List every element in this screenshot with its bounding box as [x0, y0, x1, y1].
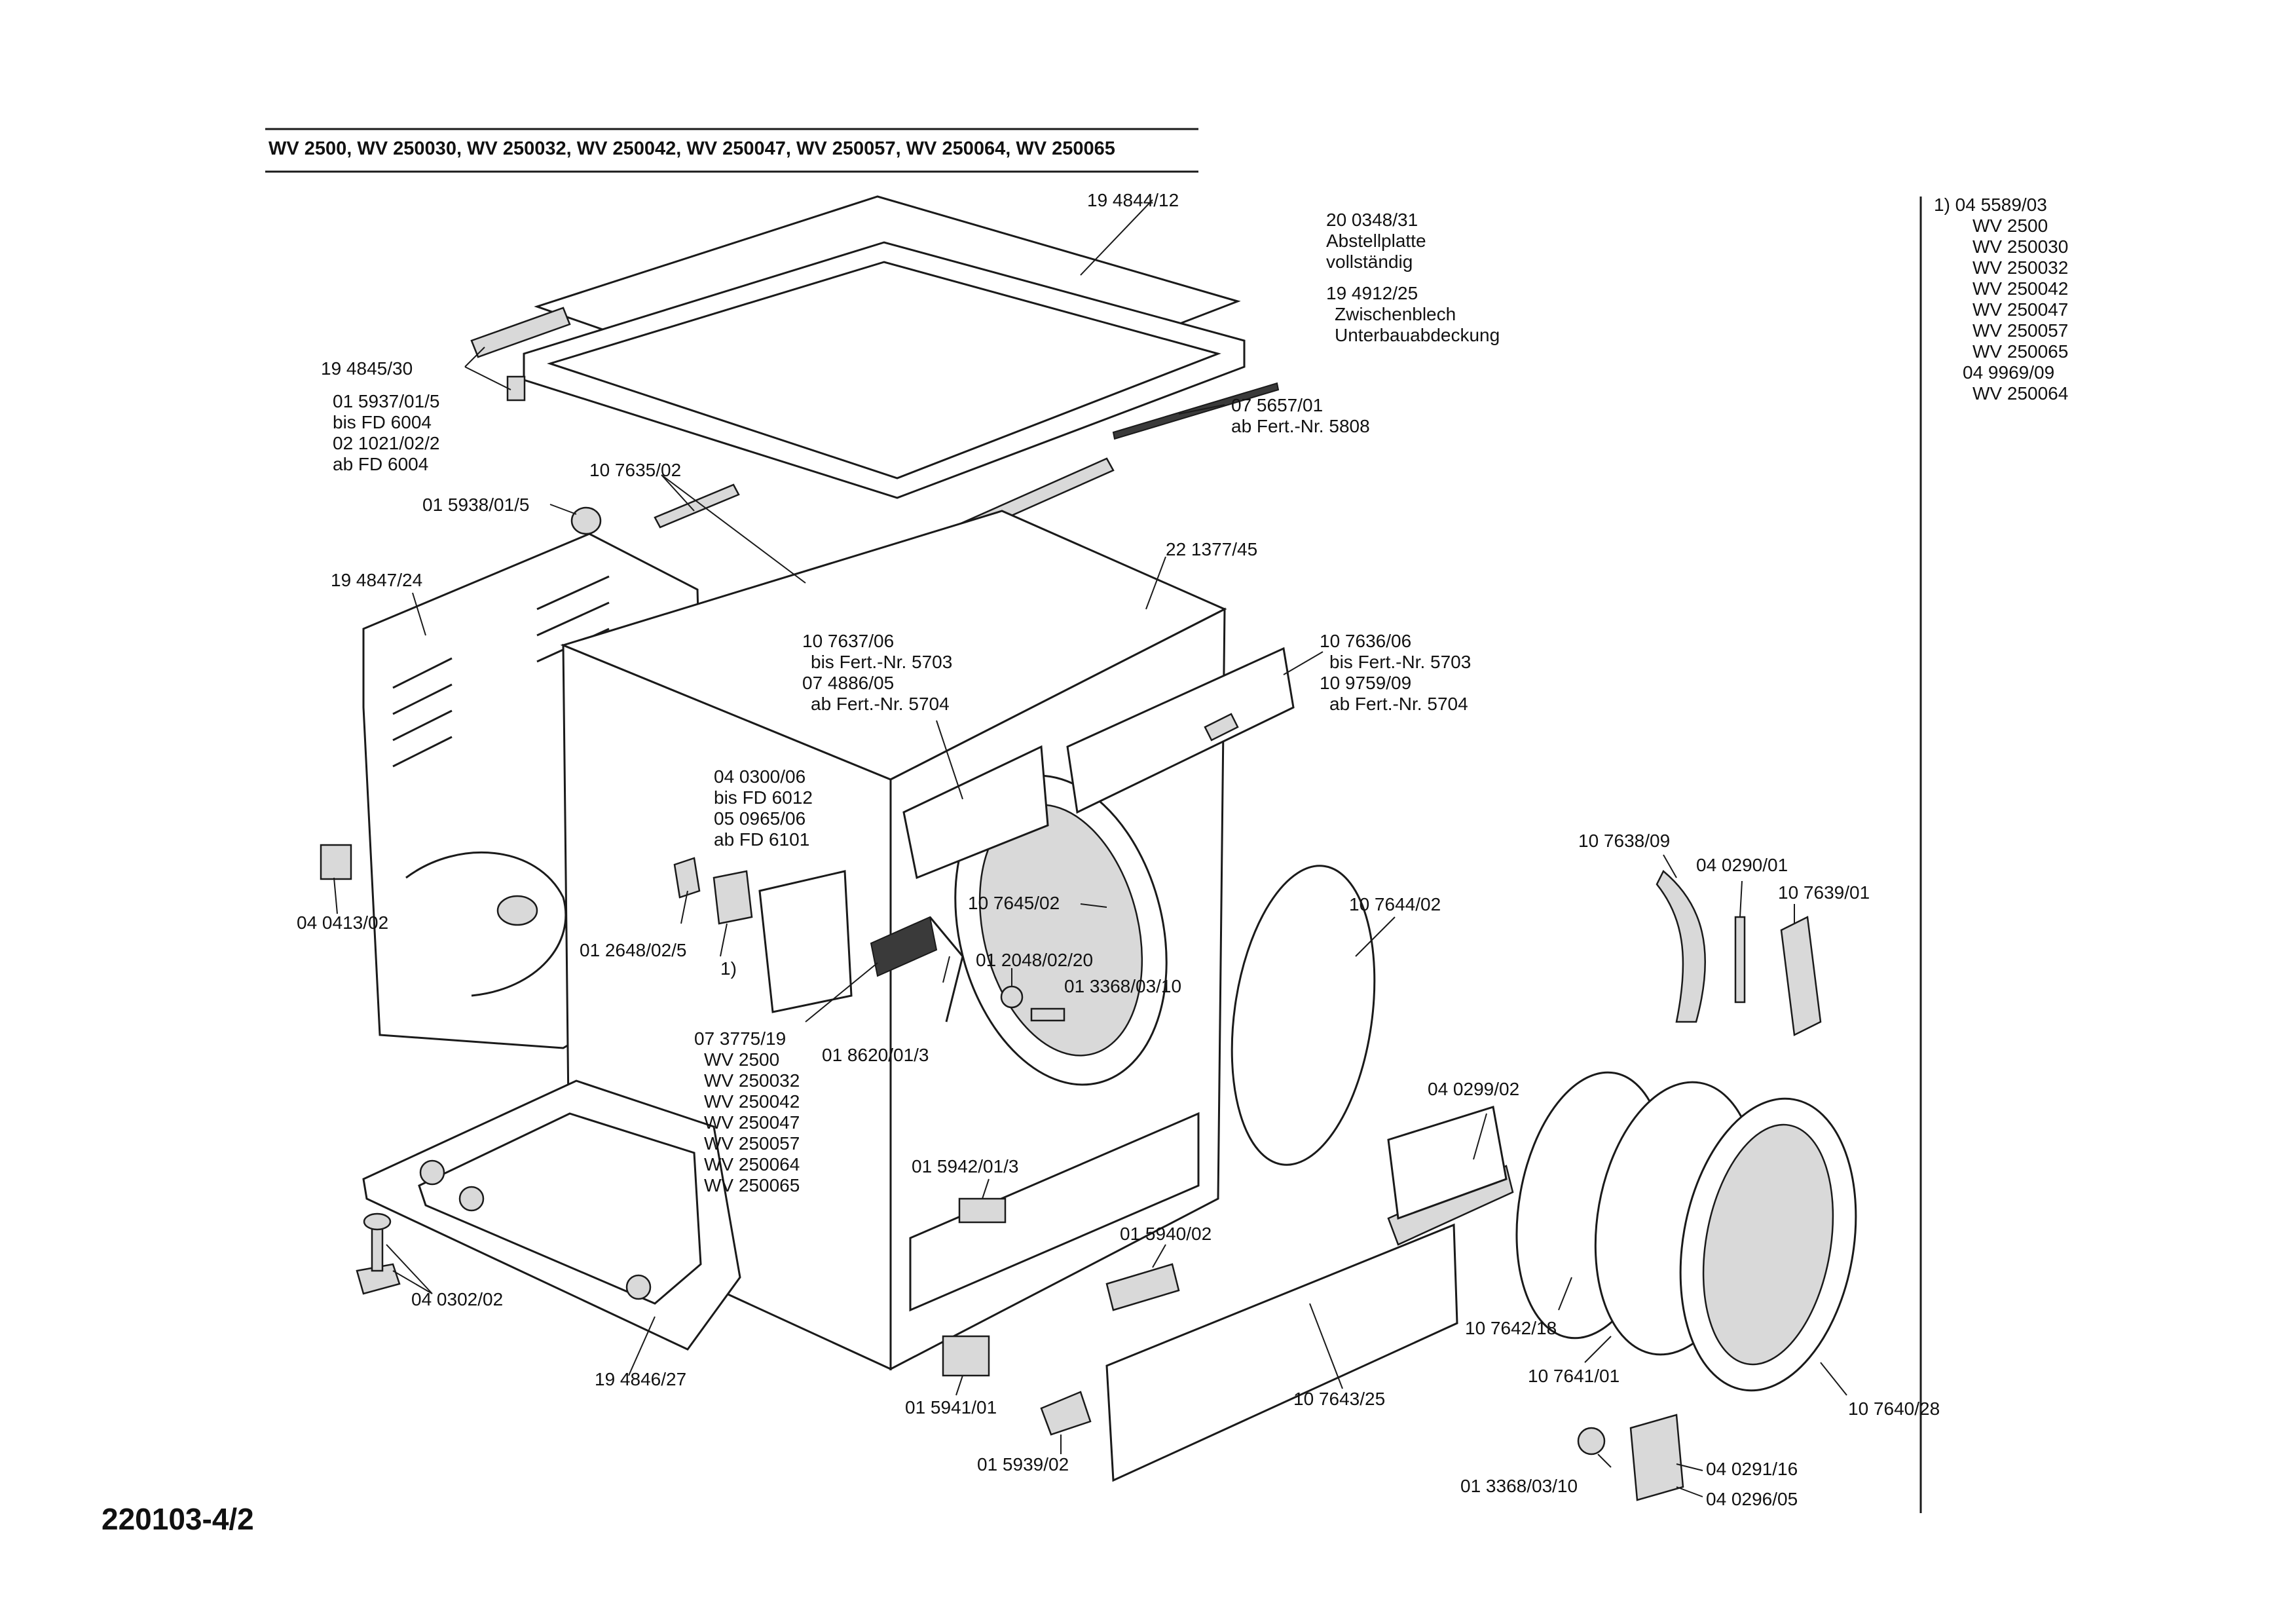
adjusting-foot-bolt — [371, 1224, 384, 1272]
label-07-5657: 07 5657/01 ab Fert.-Nr. 5808 — [1231, 395, 1370, 436]
label-10-7639: 10 7639/01 — [1778, 882, 1870, 903]
hose-clip — [320, 844, 352, 880]
door-catch-lever — [929, 916, 964, 1023]
label-10-7644: 10 7644/02 — [1349, 894, 1441, 914]
rail-10-7635 — [654, 483, 740, 529]
label-ref-1: 1) — [720, 958, 737, 979]
label-07-3775: 07 3775/19 WV 2500 WV 250032 WV 250042 W… — [694, 1028, 805, 1195]
label-01-5939: 01 5939/02 — [977, 1454, 1069, 1474]
rear-panel-bearing — [496, 895, 538, 926]
switch-clip — [673, 857, 701, 899]
base-foot-hole-3 — [625, 1274, 652, 1300]
base-foot-hole-2 — [458, 1186, 485, 1212]
screw — [1030, 1007, 1065, 1022]
label-01-2048: 01 2048/02/20 — [976, 950, 1093, 970]
hinge-pin — [1734, 916, 1746, 1004]
door-lock — [1629, 1414, 1684, 1501]
worktop-frame-inner — [547, 261, 1221, 479]
label-zwischenblech: 19 4912/25 Zwischenblech Unterbauabdecku… — [1326, 283, 1500, 345]
label-04-0299: 04 0299/02 — [1428, 1079, 1519, 1099]
bracket-10-7637 — [902, 745, 1049, 880]
adjusting-foot-nut — [363, 1212, 392, 1231]
plinth-top-plate — [1387, 1106, 1508, 1220]
washer — [1000, 985, 1024, 1009]
foot-clip — [506, 375, 526, 402]
callout-labels: 20 0348/31 Abstellplatte vollständig 19 … — [297, 190, 2073, 1509]
tension-wire — [1231, 865, 1376, 1166]
worktop-bracket-left — [470, 307, 571, 358]
label-01-3368-a: 01 3368/03/10 — [1064, 976, 1181, 996]
label-10-7635: 10 7635/02 — [589, 460, 681, 480]
label-10-7636: 10 7636/06 bis Fert.-Nr. 5703 10 9759/09… — [1320, 631, 1476, 714]
rear-panel-tub-outline — [405, 851, 567, 997]
base-foot-hole — [419, 1159, 445, 1186]
label-19-4847: 19 4847/24 — [331, 570, 422, 590]
hinge-plate-01-5941 — [942, 1335, 990, 1377]
label-10-7641: 10 7641/01 — [1528, 1366, 1620, 1386]
label-04-0296: 04 0296/05 — [1706, 1489, 1798, 1509]
control-bracket-slot — [1204, 713, 1239, 741]
label-01-5941: 01 5941/01 — [905, 1397, 997, 1417]
label-19-4845: 19 4845/30 — [321, 358, 413, 379]
label-01-8620: 01 8620/01/3 — [822, 1045, 929, 1065]
label-04-0290: 04 0290/01 — [1696, 855, 1788, 875]
label-22-1377: 22 1377/45 — [1166, 539, 1257, 559]
label-10-7638: 10 7638/09 — [1578, 831, 1670, 851]
mains-switch-bracket — [758, 870, 853, 1013]
model-list-header: WV 2500, WV 250030, WV 250032, WV 250042… — [268, 138, 1115, 159]
label-04-0413: 04 0413/02 — [297, 912, 388, 933]
label-01-5940: 01 5940/02 — [1120, 1224, 1212, 1244]
door-outer-ring-inner — [1702, 1123, 1834, 1366]
label-01-5942: 01 5942/01/3 — [912, 1156, 1019, 1176]
control-bracket — [1066, 647, 1295, 814]
label-10-7645: 10 7645/02 — [968, 893, 1060, 913]
label-01-3368-b: 01 3368/03/10 — [1460, 1476, 1578, 1496]
label-10-7642: 10 7642/18 — [1465, 1318, 1557, 1338]
label-19-4844: 19 4844/12 — [1087, 190, 1179, 210]
rubber-buffer — [570, 506, 602, 535]
lock-screw — [1577, 1427, 1606, 1455]
label-01-5938: 01 5938/01/5 — [422, 495, 530, 515]
hinge-01-5940 — [1105, 1263, 1180, 1311]
label-01-2648: 01 2648/02/5 — [580, 940, 687, 960]
note-1-versions: 1) 04 5589/03 WV 2500 WV 250030 WV 25003… — [1934, 195, 2073, 404]
hinge-01-5939 — [1040, 1391, 1092, 1436]
label-04-0291: 04 0291/16 — [1706, 1459, 1798, 1479]
label-10-7643: 10 7643/25 — [1293, 1389, 1385, 1409]
leader-lines — [333, 199, 1847, 1497]
label-19-4846: 19 4846/27 — [595, 1369, 686, 1389]
rear-panel-vents — [392, 575, 610, 768]
label-04-0302: 04 0302/02 — [411, 1289, 503, 1309]
base-frame-inner — [418, 1112, 702, 1305]
drawing — [320, 195, 1857, 1501]
label-abstellplatte: 20 0348/31 Abstellplatte vollständig — [1326, 210, 1431, 272]
switch — [713, 870, 753, 925]
label-04-0300: 04 0300/06 bis FD 6012 05 0965/06 ab FD … — [714, 766, 818, 850]
hinge-plate-01-5942 — [958, 1197, 1007, 1224]
plinth-panel — [1105, 1223, 1458, 1482]
cabinet-front-plinth-cutout — [909, 1112, 1200, 1312]
door-hinge-arm — [1656, 870, 1706, 1023]
document-number: 220103-4/2 — [102, 1502, 254, 1536]
hinge-bracket — [1780, 916, 1822, 1036]
label-01-5937: 01 5937/01/5 bis FD 6004 02 1021/02/2 ab… — [333, 391, 445, 474]
label-10-7640: 10 7640/28 — [1848, 1398, 1940, 1419]
label-10-7637: 10 7637/06 bis Fert.-Nr. 5703 07 4886/05… — [802, 631, 957, 714]
